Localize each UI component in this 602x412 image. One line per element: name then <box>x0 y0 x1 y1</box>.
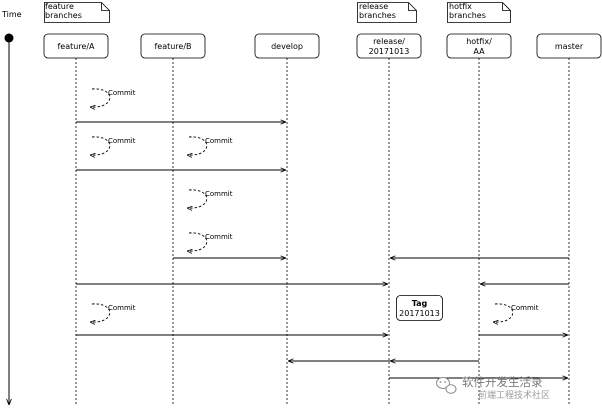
commit-featureA: Commit <box>90 88 136 107</box>
note-feature-line2: branches <box>45 11 82 20</box>
commit-loop-arrow <box>90 136 111 155</box>
note-release-branches: release branches <box>357 2 417 23</box>
commit-hotfix: Commit <box>493 303 539 322</box>
tag-value: 20171013 <box>399 309 440 318</box>
note-hotfix-line1: hotfix <box>449 2 472 11</box>
commit-loop-arrow <box>493 303 514 322</box>
commit-label: Commit <box>108 137 136 145</box>
tag-title: Tag <box>412 299 428 308</box>
commit-featureA: Commit <box>90 136 136 155</box>
commit-label: Commit <box>205 233 233 241</box>
lane-box-master <box>536 33 602 59</box>
watermark-line2: 前端工程技术社区 <box>478 389 550 401</box>
lane-box-release <box>356 33 422 59</box>
note-feature-branches: feature branches <box>44 2 110 23</box>
commit-label: Commit <box>205 137 233 145</box>
lane-master: master <box>536 33 602 405</box>
lane-box-develop <box>254 33 320 59</box>
commit-featureB: Commit <box>187 232 233 251</box>
note-feature-line1: feature <box>45 2 74 11</box>
lane-release: release/20171013 <box>356 33 422 405</box>
commit-loop-arrow <box>187 189 208 208</box>
note-hotfix-branches: hotfix branches <box>447 2 511 23</box>
lane-box-hotfix <box>446 33 512 59</box>
commit-featureB: Commit <box>187 136 233 155</box>
lane-label-featureB: feature/B <box>154 42 191 51</box>
commit-label: Commit <box>511 304 539 312</box>
chat-bubble-icon <box>436 377 457 394</box>
lane-featureA: feature/A <box>43 33 109 405</box>
time-label: Time <box>1 10 22 19</box>
lane-label-develop: develop <box>271 42 303 51</box>
commit-featureA: Commit <box>90 303 136 322</box>
note-release-line2: branches <box>359 11 396 20</box>
watermark-line1: 软件开发生活录 <box>462 375 543 389</box>
commit-loop-arrow <box>90 303 111 322</box>
note-release-line1: release <box>359 2 388 11</box>
lane-develop: develop <box>254 33 320 405</box>
lane-label-featureA: feature/A <box>57 42 95 51</box>
commit-label: Commit <box>205 190 233 198</box>
lane-label-release: release/ <box>373 37 405 46</box>
lane-featureB: feature/B <box>140 33 206 405</box>
lane-label-master: master <box>555 42 584 51</box>
lane-sublabel-hotfix: AA <box>473 47 485 56</box>
lane-sublabel-release: 20171013 <box>369 47 410 56</box>
commit-loop-arrow <box>90 88 111 107</box>
commit-loop-arrow <box>187 136 208 155</box>
watermark: 软件开发生活录 前端工程技术社区 <box>436 375 550 401</box>
commit-label: Commit <box>108 304 136 312</box>
note-hotfix-line2: branches <box>449 11 486 20</box>
release-tag: Tag 20171013 <box>396 295 443 321</box>
lane-box-featureB <box>140 33 206 59</box>
lane-hotfix: hotfix/AA <box>446 33 512 405</box>
commit-label: Commit <box>108 89 136 97</box>
lane-label-hotfix: hotfix/ <box>466 37 492 46</box>
commit-featureB: Commit <box>187 189 233 208</box>
commit-loop-arrow <box>187 232 208 251</box>
lane-box-featureA <box>43 33 109 59</box>
